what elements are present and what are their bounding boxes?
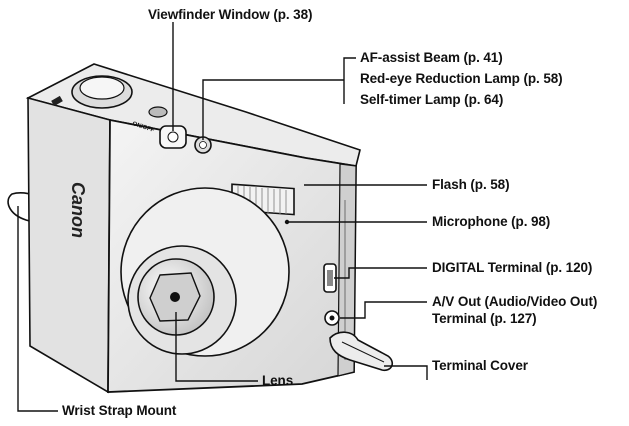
camera-right-edge <box>337 163 357 377</box>
label-self-timer-lamp: Self-timer Lamp (p. 64) <box>360 92 504 107</box>
camera-left-side <box>27 96 111 394</box>
label-lens: Lens <box>262 373 294 388</box>
leader-lines <box>17 22 428 412</box>
label-wrist-strap-mount: Wrist Strap Mount <box>62 403 177 418</box>
power-button <box>148 106 168 118</box>
label-av-out-line2: Terminal (p. 127) <box>432 311 537 326</box>
lens-glass <box>170 292 180 302</box>
label-microphone: Microphone (p. 98) <box>432 214 551 229</box>
label-terminal-cover: Terminal Cover <box>432 358 528 373</box>
label-red-eye-lamp: Red-eye Reduction Lamp (p. 58) <box>360 71 563 86</box>
label-digital-terminal: DIGITAL Terminal (p. 120) <box>432 260 593 275</box>
label-af-assist-beam: AF-assist Beam (p. 41) <box>360 50 503 65</box>
label-viewfinder-window: Viewfinder Window (p. 38) <box>148 7 313 22</box>
brand-logo: Canon <box>68 182 88 238</box>
label-flash: Flash (p. 58) <box>432 177 510 192</box>
label-av-out-line1: A/V Out (Audio/Video Out) <box>432 294 598 309</box>
